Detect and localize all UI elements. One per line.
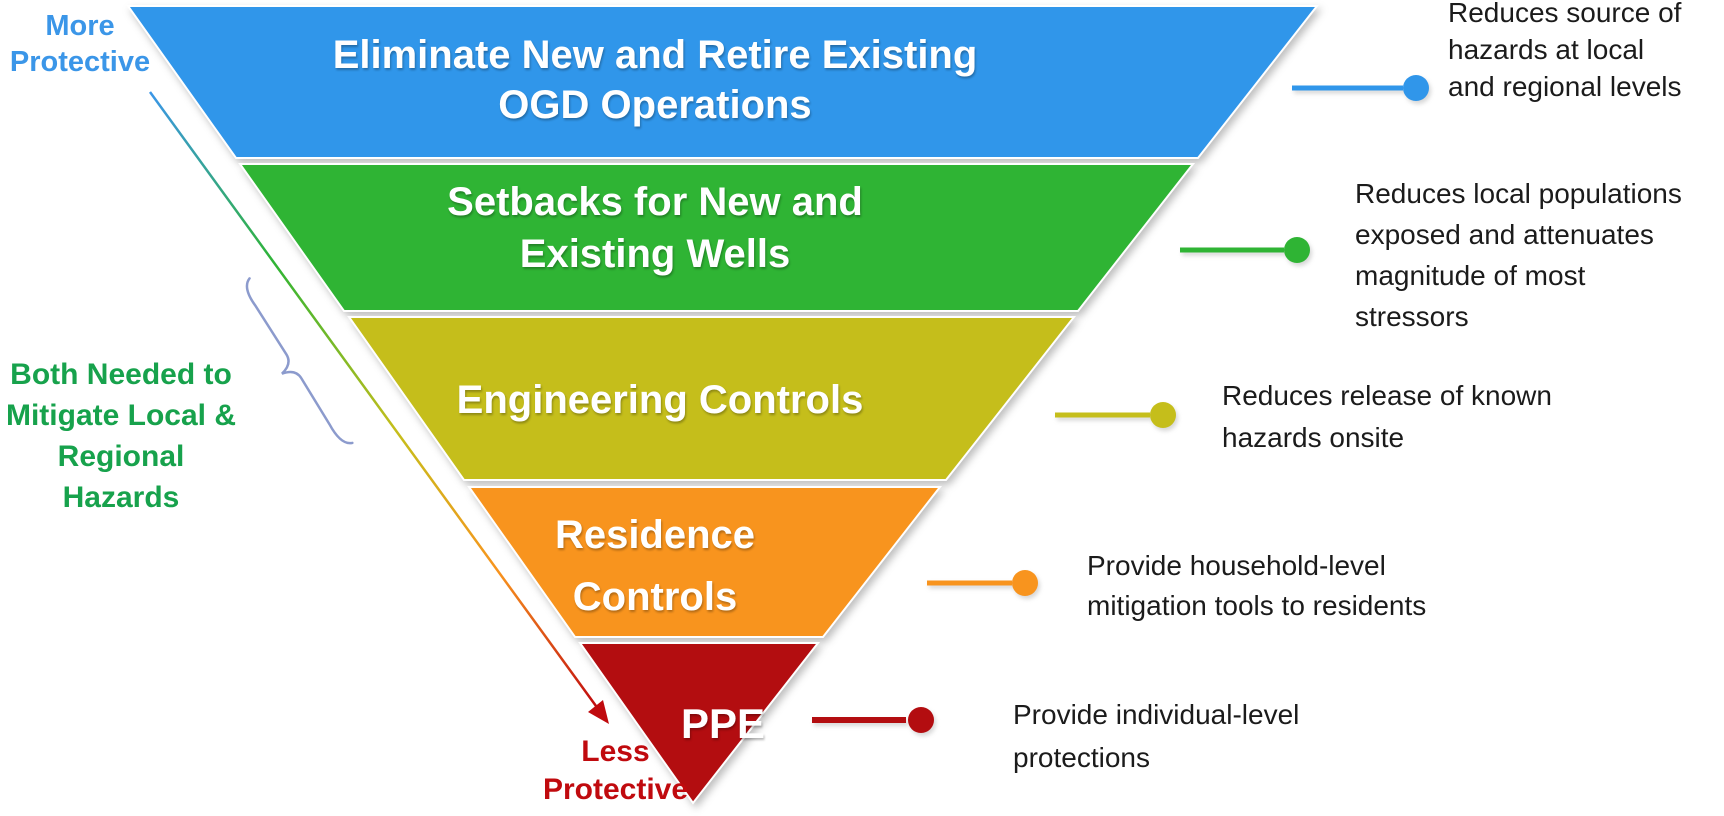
band-label-setbacks: Setbacks for New and Existing Wells xyxy=(447,180,863,276)
connectors xyxy=(812,75,1429,733)
both-needed-note: Both Needed to Mitigate Local & Regional… xyxy=(5,358,237,514)
band-label-eliminate: Eliminate New and Retire Existing OGD Op… xyxy=(332,33,978,127)
more-protective-label: More Protective xyxy=(9,10,151,78)
connector-dot-eliminate xyxy=(1403,75,1429,101)
connector-dot-residence xyxy=(1012,570,1038,596)
connector-dot-setbacks xyxy=(1284,237,1310,263)
pyramid-band-setbacks xyxy=(238,163,1196,312)
annotation-residence: Provide household-level mitigation tools… xyxy=(1087,550,1427,621)
pyramid-band-residence xyxy=(467,486,943,638)
annotation-ppe: Provide individual-level protections xyxy=(1013,699,1300,773)
annotation-engineering: Reduces release of known hazards onsite xyxy=(1222,380,1552,453)
band-label-residence: Residence Controls xyxy=(554,513,756,619)
connector-dot-ppe xyxy=(908,707,934,733)
both-needed-bracket-icon xyxy=(245,277,354,445)
bracket-path xyxy=(245,277,354,445)
band-label-ppe: PPE xyxy=(680,700,766,747)
protectiveness-arrow-line xyxy=(148,91,598,707)
protectiveness-arrowhead-icon xyxy=(588,700,609,724)
pyramid-band-eliminate xyxy=(126,5,1320,159)
band-label-engineering: Engineering Controls xyxy=(456,378,864,422)
pyramid-band-engineering xyxy=(347,316,1077,481)
connector-dot-engineering xyxy=(1150,402,1176,428)
annotation-setbacks: Reduces local populations exposed and at… xyxy=(1355,178,1682,332)
less-protective-label: Less Protective xyxy=(542,735,689,806)
annotation-eliminate: Reduces source of hazards at local and r… xyxy=(1448,0,1682,102)
pyramid-band-ppe xyxy=(578,642,821,805)
